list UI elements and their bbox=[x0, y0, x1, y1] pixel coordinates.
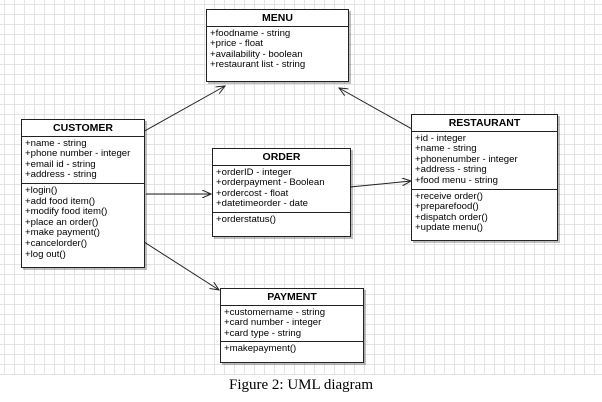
class-order-title: ORDER bbox=[213, 149, 350, 166]
arrow-customer-to-menu bbox=[140, 86, 225, 134]
class-method: +modify food item() bbox=[25, 206, 108, 218]
class-attribute: +email id - string bbox=[25, 158, 96, 170]
class-method: +preparefood() bbox=[415, 201, 479, 213]
class-menu-attributes: +foodname - string +price - float +avail… bbox=[207, 27, 348, 73]
class-restaurant-title: RESTAURANT bbox=[412, 115, 557, 132]
class-attribute: +card number - integer bbox=[224, 317, 322, 329]
class-method: +makepayment() bbox=[224, 343, 297, 355]
class-payment-title: PAYMENT bbox=[221, 289, 363, 306]
class-payment-attributes: +customername - string +card number - in… bbox=[221, 306, 363, 342]
class-method: +make payment() bbox=[25, 227, 100, 239]
class-attribute: +foodname - string bbox=[210, 27, 291, 39]
arrow-customer-to-payment bbox=[140, 239, 219, 290]
class-attribute: +datetimeorder - date bbox=[216, 198, 308, 210]
class-attribute: +price - float bbox=[210, 38, 264, 50]
class-attribute: +orderID - integer bbox=[216, 166, 292, 178]
class-method: +receive order() bbox=[415, 190, 483, 202]
class-order-methods: +orderstatus() bbox=[213, 211, 350, 228]
class-attribute: +name - string bbox=[415, 143, 477, 155]
class-customer-title: CUSTOMER bbox=[22, 120, 144, 137]
class-attribute: +card type - string bbox=[224, 327, 302, 339]
class-attribute: +availability - boolean bbox=[210, 48, 303, 60]
class-customer-methods: +login() +add food item() +modify food i… bbox=[22, 182, 144, 262]
figure-caption: Figure 2: UML diagram bbox=[228, 377, 373, 393]
arrows-layer bbox=[140, 0, 413, 375]
class-method: +update menu() bbox=[415, 222, 483, 234]
class-payment-methods: +makepayment() bbox=[221, 341, 363, 357]
class-customer: CUSTOMER +name - string +phone number - … bbox=[21, 119, 145, 268]
class-method: +cancelorder() bbox=[25, 237, 88, 249]
class-attribute: +ordercost - float bbox=[216, 187, 289, 199]
arrow-restaurant-to-menu bbox=[339, 88, 413, 130]
arrow-order-to-restaurant bbox=[349, 181, 411, 188]
class-method: +add food item() bbox=[25, 195, 96, 207]
class-customer-attributes: +name - string +phone number - integer +… bbox=[22, 137, 144, 183]
class-attribute: +name - string bbox=[25, 137, 87, 149]
class-method: +dispatch order() bbox=[415, 211, 488, 223]
class-attribute: +address - string bbox=[25, 169, 97, 181]
class-restaurant: RESTAURANT +id - integer +name - string … bbox=[411, 114, 558, 241]
class-attribute: +customername - string bbox=[224, 306, 326, 318]
class-order-attributes: +orderID - integer +orderpayment - Boole… bbox=[213, 166, 350, 212]
class-payment: PAYMENT +customername - string +card num… bbox=[220, 288, 364, 363]
class-attribute: +restaurant list - string bbox=[210, 59, 306, 71]
class-attribute: +address - string bbox=[415, 164, 487, 176]
class-order: ORDER +orderID - integer +orderpayment -… bbox=[212, 148, 351, 237]
class-method: +place an order() bbox=[25, 216, 99, 228]
class-menu-title: MENU bbox=[207, 10, 348, 27]
class-method: +orderstatus() bbox=[216, 213, 276, 225]
class-restaurant-attributes: +id - integer +name - string +phonenumbe… bbox=[412, 132, 557, 189]
class-menu: MENU +foodname - string +price - float +… bbox=[206, 9, 349, 82]
class-attribute: +phonenumber - integer bbox=[415, 153, 518, 165]
class-attribute: +orderpayment - Boolean bbox=[216, 177, 325, 189]
class-attribute: +id - integer bbox=[415, 132, 466, 144]
diagram-canvas: MENU +foodname - string +price - float +… bbox=[0, 0, 602, 375]
class-attribute: +food menu - string bbox=[415, 174, 498, 186]
class-attribute: +phone number - integer bbox=[25, 148, 131, 160]
class-restaurant-methods: +receive order() +preparefood() +dispatc… bbox=[412, 188, 557, 236]
class-method: +log out() bbox=[25, 248, 66, 260]
class-method: +login() bbox=[25, 184, 58, 196]
